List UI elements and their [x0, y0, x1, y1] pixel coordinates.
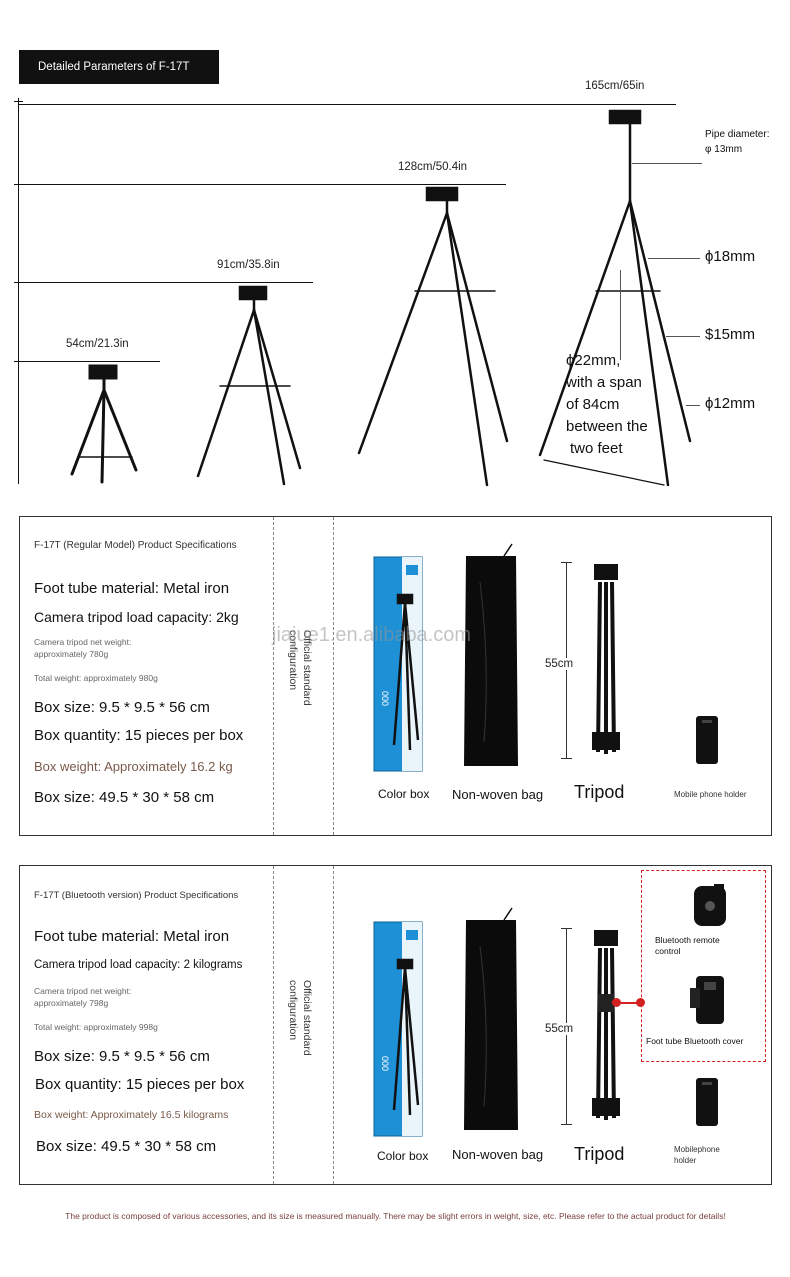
bluetooth-connector-dot — [636, 998, 645, 1007]
axis-tick — [14, 101, 23, 102]
pipe-diameter-label: Pipe diameter: φ 13mm — [705, 129, 770, 155]
span-note: ϕ22mm, with a span of 84cm between the t… — [566, 350, 648, 460]
bluetooth-outer-box: Box size: 49.5 * 30 * 58 cm — [36, 1138, 217, 1155]
non-woven-bag-image — [464, 907, 518, 1130]
caption-line: control — [655, 946, 681, 956]
net-weight-line: approximately 798g — [34, 998, 109, 1008]
svg-text:000: 000 — [380, 1056, 390, 1071]
tripod-height-tick — [561, 1124, 572, 1125]
bluetooth-box-quantity: Box quantity: 15 pieces per box — [35, 1076, 245, 1093]
span-note-line: of 84cm — [566, 396, 620, 413]
bluetooth-remote-image — [694, 884, 726, 926]
regular-bag-caption: Non-woven bag — [452, 787, 544, 802]
height-label-165: 165cm/65in — [585, 80, 645, 92]
page-title: Detailed Parameters of F-17T — [19, 50, 219, 84]
bluetooth-divider — [273, 866, 274, 1184]
color-box-image: 000 — [373, 921, 423, 1137]
folded-tripod-image — [592, 930, 620, 1120]
caption-line: Bluetooth remote — [655, 935, 720, 945]
net-weight-line: Camera tripod net weight: — [34, 986, 132, 996]
tripod-height-tick — [561, 758, 572, 759]
d18-leader-line — [648, 258, 700, 259]
bluetooth-tripod-height: 55cm — [545, 1023, 574, 1035]
tripod-height-tick — [561, 562, 572, 563]
bluetooth-accessory-frame — [641, 870, 766, 1062]
caption-line: Mobilephone — [674, 1145, 720, 1154]
span-note-line: two feet — [570, 440, 623, 457]
regular-box-weight: Box weight: Approximately 16.2 kg — [34, 759, 233, 774]
footer-disclaimer: The product is composed of various acces… — [65, 1211, 726, 1221]
d12-leader-line — [686, 405, 700, 406]
regular-holder-caption: Mobile phone holder — [674, 790, 747, 799]
bluetooth-tripod-caption: Tripod — [574, 1144, 625, 1164]
watermark: jiajue1.en.alibaba.com — [272, 624, 472, 646]
bluetooth-net-weight: Camera tripod net weight: approximately … — [34, 985, 131, 1009]
diameter-18-label: ϕ18mm — [705, 248, 756, 265]
pipe-leader-line — [632, 163, 702, 164]
regular-spec-title: F-17T (Regular Model) Product Specificat… — [34, 540, 237, 551]
bluetooth-total-weight: Total weight: approximately 998g — [34, 1022, 158, 1032]
tripod-128-illustration — [357, 186, 509, 487]
non-woven-bag-image — [464, 543, 518, 766]
folded-tripod-image — [592, 564, 620, 754]
bluetooth-spec-box — [19, 865, 772, 1185]
regular-total-weight: Total weight: approximately 980g — [34, 673, 158, 683]
regular-divider — [333, 517, 334, 835]
bluetooth-remote-caption: Bluetooth remote control — [655, 935, 720, 957]
phone-holder-image — [696, 716, 718, 764]
tripod-54-illustration — [70, 364, 138, 484]
color-box-image: 000 — [373, 556, 423, 772]
regular-config-label: Official standard configuration — [287, 630, 313, 706]
height-label-91: 91cm/35.8in — [217, 259, 280, 271]
regular-box-size: Box size: 9.5 * 9.5 * 56 cm — [34, 699, 210, 716]
tripod-165-illustration — [538, 109, 692, 487]
height-label-128: 128cm/50.4in — [398, 161, 468, 173]
diameter-15-label: $15mm — [705, 326, 756, 343]
tripod-91-illustration — [196, 285, 302, 486]
bluetooth-connector-dot — [612, 998, 621, 1007]
bluetooth-spec-title: F-17T (Bluetooth version) Product Specif… — [34, 890, 239, 901]
regular-tripod-caption: Tripod — [574, 782, 625, 802]
span-leader-line — [620, 270, 621, 360]
net-weight-line: Camera tripod net weight: — [34, 637, 132, 647]
height-line-165 — [18, 104, 676, 105]
height-line-128 — [18, 184, 506, 185]
regular-color-box-caption: Color box — [378, 787, 430, 801]
bluetooth-foot-tube: Foot tube material: Metal iron — [34, 928, 230, 945]
bluetooth-holder-caption: Mobilephone holder — [674, 1144, 720, 1166]
span-note-line: between the — [566, 418, 648, 435]
bluetooth-color-box-caption: Color box — [377, 1149, 429, 1163]
bluetooth-cover-caption: Foot tube Bluetooth cover — [646, 1036, 744, 1046]
regular-divider — [273, 517, 274, 835]
svg-text:000: 000 — [380, 691, 390, 706]
regular-outer-box: Box size: 49.5 * 30 * 58 cm — [34, 789, 215, 806]
net-weight-line: approximately 780g — [34, 649, 109, 659]
span-note-line: ϕ22mm, — [566, 352, 621, 369]
height-axis — [18, 98, 19, 484]
regular-net-weight: Camera tripod net weight: approximately … — [34, 636, 131, 660]
regular-load: Camera tripod load capacity: 2kg — [34, 609, 239, 625]
bluetooth-divider — [333, 866, 334, 1184]
tripod-height-tick — [561, 928, 572, 929]
regular-box-quantity: Box quantity: 15 pieces per box — [34, 727, 244, 744]
bluetooth-bag-caption: Non-woven bag — [452, 1147, 544, 1162]
span-note-line: with a span — [566, 374, 642, 391]
bluetooth-box-weight: Box weight: Approximately 16.5 kilograms — [34, 1109, 229, 1121]
d15-leader-line — [666, 336, 700, 337]
bluetooth-config-label: Official standard configuration — [287, 980, 313, 1056]
height-line-54 — [18, 361, 160, 362]
diameter-12-label: ϕ12mm — [705, 395, 756, 412]
regular-foot-tube: Foot tube material: Metal iron — [34, 580, 230, 597]
phone-holder-image — [696, 1078, 718, 1126]
bluetooth-cover-image — [690, 976, 724, 1024]
height-label-54: 54cm/21.3in — [66, 338, 129, 350]
regular-spec-box — [19, 516, 772, 836]
bluetooth-connector-line — [616, 1002, 640, 1004]
height-line-91 — [18, 282, 313, 283]
bluetooth-box-size: Box size: 9.5 * 9.5 * 56 cm — [34, 1048, 210, 1065]
regular-tripod-height: 55cm — [545, 658, 574, 670]
caption-line: holder — [674, 1156, 697, 1165]
bluetooth-load: Camera tripod load capacity: 2 kilograms — [34, 959, 243, 971]
